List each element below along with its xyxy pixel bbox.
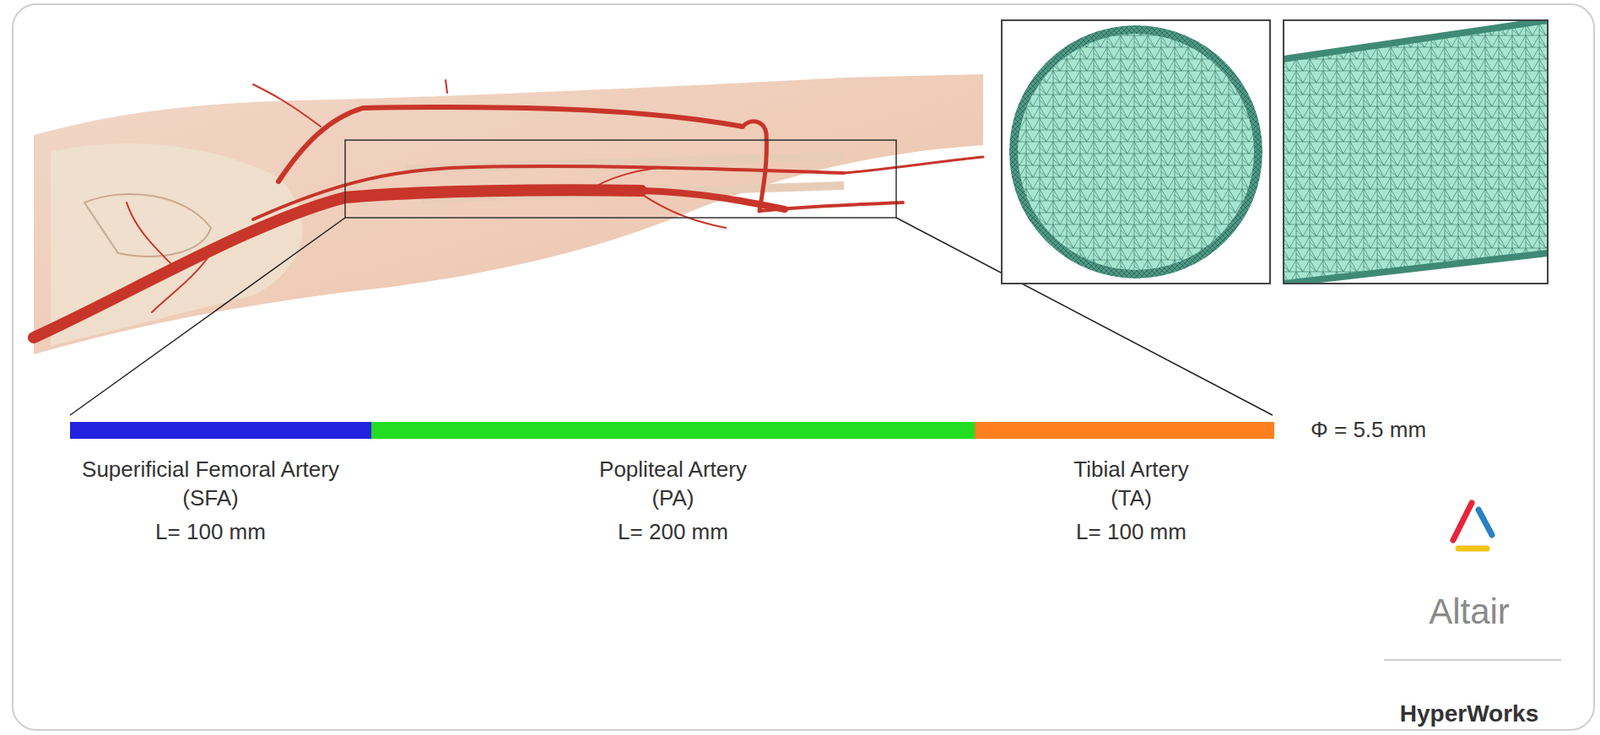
artery-name: Superificial Femoral Artery (SFA) <box>79 454 343 513</box>
arteries <box>33 80 984 338</box>
diameter-label: Φ = 5.5 mm <box>1310 417 1427 444</box>
artery-name: Popliteal Artery (PA) <box>596 454 751 513</box>
mesh-length <box>1283 20 1548 284</box>
mesh-section <box>1017 33 1255 271</box>
mesh-wall <box>1009 25 1263 279</box>
logo-text: Altair <box>1428 591 1510 633</box>
length-label: L= 100 mm <box>981 517 1282 546</box>
leg <box>33 74 984 355</box>
logo-rule <box>1383 659 1562 661</box>
zoom-box <box>345 140 897 218</box>
frame <box>12 4 1595 730</box>
inset-frame <box>1283 20 1548 284</box>
pelvis <box>84 194 211 257</box>
inset-frame <box>1001 20 1271 284</box>
length-label: L= 200 mm <box>371 517 975 546</box>
artery-segment: Superificial Femoral Artery (SFA)L= 100 … <box>70 421 372 546</box>
artery-segment: Popliteal Artery (PA) L= 200 mm <box>371 421 975 546</box>
segment-bar <box>974 421 1275 439</box>
length-label: L= 100 mm <box>59 517 362 546</box>
logo <box>1453 502 1492 549</box>
logo-text: HyperWorks <box>1400 700 1539 728</box>
segment-bar <box>371 421 975 439</box>
mesh-wall <box>1283 253 1548 284</box>
segment-bar <box>70 421 372 439</box>
artery-name: Tibial Artery (TA) <box>1070 454 1192 513</box>
artery-segment: Tibial Artery (TA)L= 100 mm <box>974 421 1275 546</box>
mesh-wall <box>1283 20 1548 60</box>
